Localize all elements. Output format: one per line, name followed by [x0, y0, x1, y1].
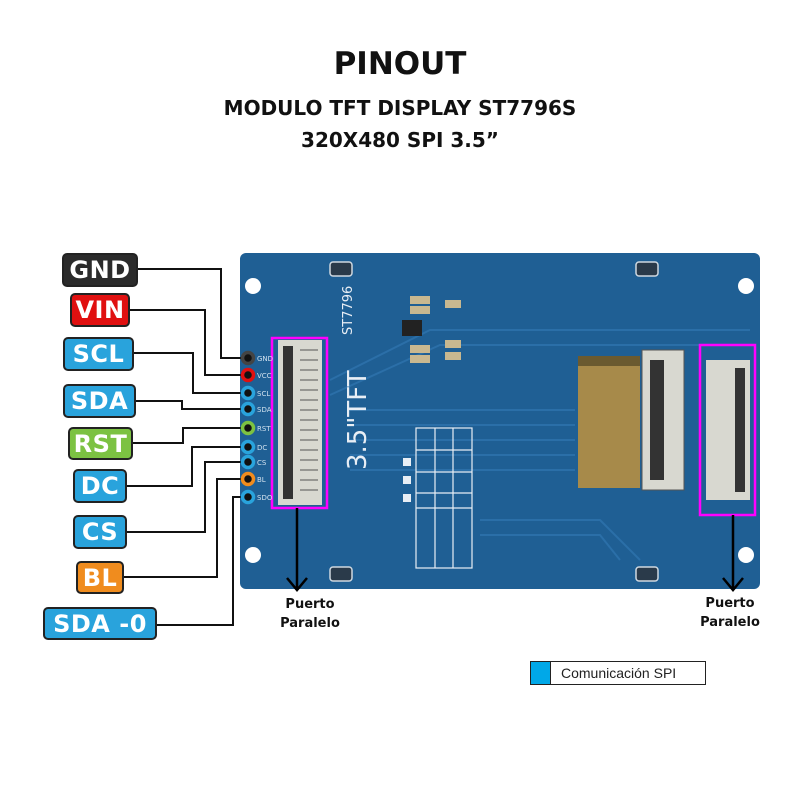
legend-swatch: [531, 662, 551, 684]
header-pin: [240, 350, 256, 366]
header-pin: [240, 439, 256, 455]
pin-label-rst: RST: [68, 427, 133, 460]
mount-hole: [738, 547, 754, 563]
port-label-right: Puerto Paralelo: [690, 594, 770, 632]
port-label-left: Puerto Paralelo: [270, 595, 350, 633]
mount-hole: [245, 278, 261, 294]
pin-label-cs: CS: [73, 515, 127, 549]
pin-label-sda-0: SDA -0: [43, 607, 157, 640]
legend-label: Comunicación SPI: [561, 665, 677, 681]
board-pin-text: SDA: [257, 406, 272, 414]
pin-label-sda: SDA: [63, 384, 136, 418]
header-pin: [240, 401, 256, 417]
board-pin-text: CS: [257, 459, 267, 467]
board-pin-text: DC: [257, 444, 267, 452]
mount-holes: [245, 278, 754, 563]
pin-label-vin: VIN: [70, 293, 130, 327]
board-pin-text: GND: [257, 355, 273, 363]
highlight-box-right: [698, 343, 757, 517]
port-label-line: Puerto: [285, 597, 335, 612]
port-label-line: Paralelo: [700, 615, 760, 630]
header-pin: [240, 454, 256, 470]
mount-hole: [738, 278, 754, 294]
fpc-connector: [578, 356, 640, 488]
header-pin: [240, 385, 256, 401]
page-title: PINOUT: [333, 46, 467, 82]
board-pin-text: BL: [257, 476, 266, 484]
pin-label-bl: BL: [76, 561, 124, 594]
size-label: 3.5"TFT: [343, 370, 373, 470]
jumper-table: [415, 427, 473, 569]
header-pin: [240, 489, 256, 505]
chip-label: ST7796: [341, 286, 356, 335]
pcb-board: [240, 253, 760, 589]
pin-label-dc: DC: [73, 469, 127, 503]
board-pin-text: SCL: [257, 390, 270, 398]
board-pin-text: RST: [257, 425, 271, 433]
pin-label-scl: SCL: [63, 337, 134, 371]
board-pin-text: VCC: [257, 372, 272, 380]
header-pin: [240, 471, 256, 487]
highlight-box-left: [270, 336, 329, 510]
legend: Comunicación SPI: [530, 661, 706, 685]
arrow-down-icon: [286, 508, 308, 592]
wires: [124, 268, 248, 626]
arrow-down-icon: [722, 515, 744, 592]
port-label-line: Paralelo: [280, 616, 340, 631]
mount-hole: [245, 547, 261, 563]
subtitle-line-2: 320X480 SPI 3.5”: [301, 128, 499, 152]
header-pin: [240, 420, 256, 436]
subtitle-line-1: MODULO TFT DISPLAY ST7796S: [223, 96, 577, 120]
header-pin: [240, 367, 256, 383]
pin-label-gnd: GND: [62, 253, 138, 287]
port-label-line: Puerto: [705, 596, 755, 611]
board-pin-text: SDO: [257, 494, 273, 502]
